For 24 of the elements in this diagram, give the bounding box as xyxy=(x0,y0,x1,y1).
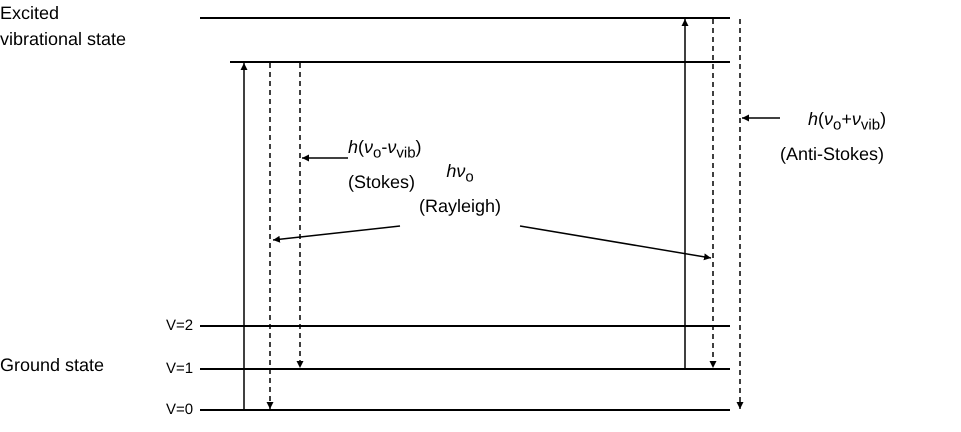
energy-level-line xyxy=(200,17,730,19)
state-label: Excited vibrational state xyxy=(0,2,128,51)
leader-line xyxy=(302,154,348,162)
leader-line xyxy=(272,225,400,243)
level-label: V=1 xyxy=(166,359,194,379)
energy-level-line xyxy=(200,409,730,411)
energy-level-line xyxy=(200,368,730,370)
transition-label: h(ν$_{o}$+ν$_{vib}$) xyxy=(807,108,888,136)
transition-label: (Rayleigh) xyxy=(418,194,502,217)
level-label: V=0 xyxy=(166,400,194,420)
transition-label: (Anti-Stokes) xyxy=(780,142,886,165)
transition-arrow xyxy=(736,19,744,409)
transition-label: h(ν$_{o}$-ν$_{vib}$) xyxy=(348,136,423,164)
state-label: Ground state xyxy=(0,354,106,377)
energy-level-line xyxy=(200,325,730,327)
leader-line xyxy=(520,225,712,260)
transition-arrow xyxy=(266,63,274,409)
transition-arrow xyxy=(240,63,248,409)
transition-arrow xyxy=(682,19,688,368)
transition-arrow xyxy=(710,19,716,368)
transition-arrow xyxy=(296,63,304,368)
level-label: V=2 xyxy=(166,316,194,336)
energy-level-line xyxy=(230,61,730,63)
leader-line xyxy=(742,114,780,122)
